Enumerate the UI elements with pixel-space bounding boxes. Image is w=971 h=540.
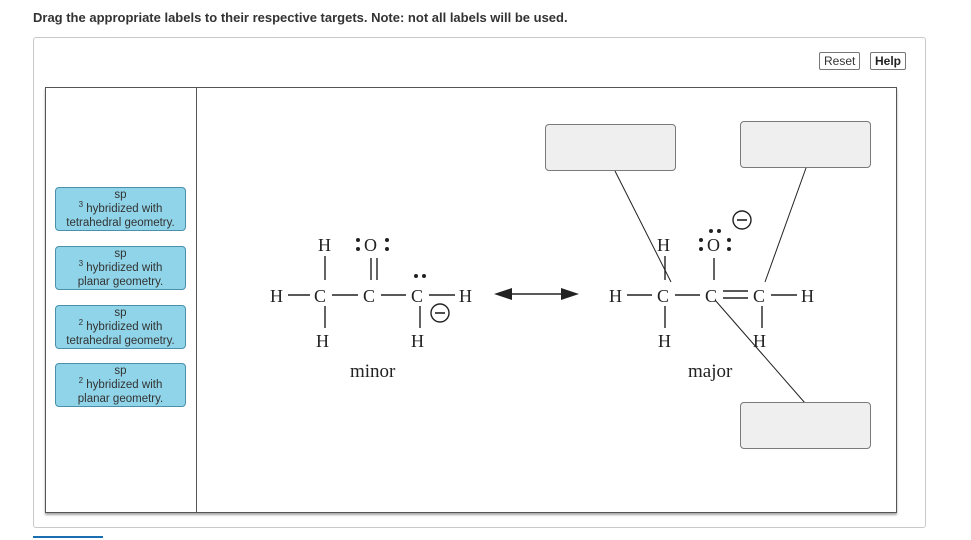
- instructions-text: Drag the appropriate labels to their res…: [33, 10, 568, 25]
- reset-button[interactable]: Reset: [819, 52, 861, 70]
- label-rest-text: hybridized with: [83, 203, 163, 215]
- label-hybrid-text: sp: [114, 248, 127, 260]
- label-superscript: 3: [78, 259, 84, 269]
- label-geometry-text: planar geometry.: [77, 276, 164, 288]
- atom-h-bottom-right: H: [411, 331, 424, 351]
- label-geometry-text: tetrahedral geometry.: [66, 335, 175, 347]
- label-superscript: 2: [78, 376, 84, 386]
- atom-h-bottom-left: H: [316, 331, 329, 351]
- atom-c3: C: [411, 286, 423, 306]
- atom-h-top-left: H: [318, 235, 331, 255]
- label-rest-text: hybridized with: [83, 262, 163, 274]
- atom-h-right: H: [801, 286, 814, 306]
- label-sp3-tetrahedral[interactable]: sp 3 hybridized with tetrahedral geometry…: [55, 187, 186, 231]
- label-bank-divider: [196, 87, 197, 513]
- label-geometry-text: tetrahedral geometry.: [66, 217, 175, 229]
- atom-c3: C: [753, 286, 765, 306]
- minor-caption: minor: [350, 361, 396, 382]
- leader-line-alkene-carbon: [714, 299, 806, 404]
- drop-target-alkene-carbon[interactable]: [740, 402, 871, 449]
- label-sp2-planar[interactable]: sp 2 hybridized with planar geometry.: [55, 363, 186, 407]
- atom-h-left: H: [609, 286, 622, 306]
- drop-target-terminal-carbon[interactable]: [740, 121, 871, 168]
- atom-o-enolate: O: [707, 235, 720, 255]
- major-caption: major: [688, 361, 733, 382]
- atom-h-bottom-right: H: [753, 331, 766, 351]
- major-structure: H O H C C C H H H major: [609, 210, 814, 382]
- label-superscript: 3: [78, 200, 84, 210]
- label-rest-text: hybridized with: [83, 321, 163, 333]
- atom-h-right: H: [459, 286, 472, 306]
- label-superscript: 2: [78, 318, 84, 328]
- target-leader-lines: [614, 167, 807, 404]
- resonance-arrow-icon: [494, 288, 579, 300]
- drop-target-ch3-carbon[interactable]: [545, 124, 676, 171]
- help-button[interactable]: Help: [870, 52, 907, 70]
- label-hybrid-text: sp: [114, 189, 127, 201]
- leader-line-ch3-carbon: [614, 170, 672, 283]
- label-hybrid-text: sp: [114, 365, 127, 377]
- atom-h-top: H: [657, 235, 670, 255]
- label-sp3-planar[interactable]: sp 3 hybridized with planar geometry.: [55, 246, 186, 290]
- label-rest-text: hybridized with: [83, 379, 163, 391]
- atom-h-left: H: [270, 286, 283, 306]
- atom-c1: C: [314, 286, 326, 306]
- atom-c2: C: [363, 286, 375, 306]
- minor-structure: H O H C C C H H H minor: [270, 235, 472, 382]
- label-sp2-tetrahedral[interactable]: sp 2 hybridized with tetrahedral geometry…: [55, 305, 186, 349]
- label-geometry-text: planar geometry.: [77, 393, 164, 405]
- atom-o-carbonyl: O: [364, 235, 377, 255]
- atom-c1: C: [657, 286, 669, 306]
- atom-c2: C: [705, 286, 717, 306]
- leader-line-terminal-carbon: [764, 167, 807, 283]
- atom-h-bottom-left: H: [658, 331, 671, 351]
- footer-tab-indicator: [33, 536, 103, 538]
- label-hybrid-text: sp: [114, 307, 127, 319]
